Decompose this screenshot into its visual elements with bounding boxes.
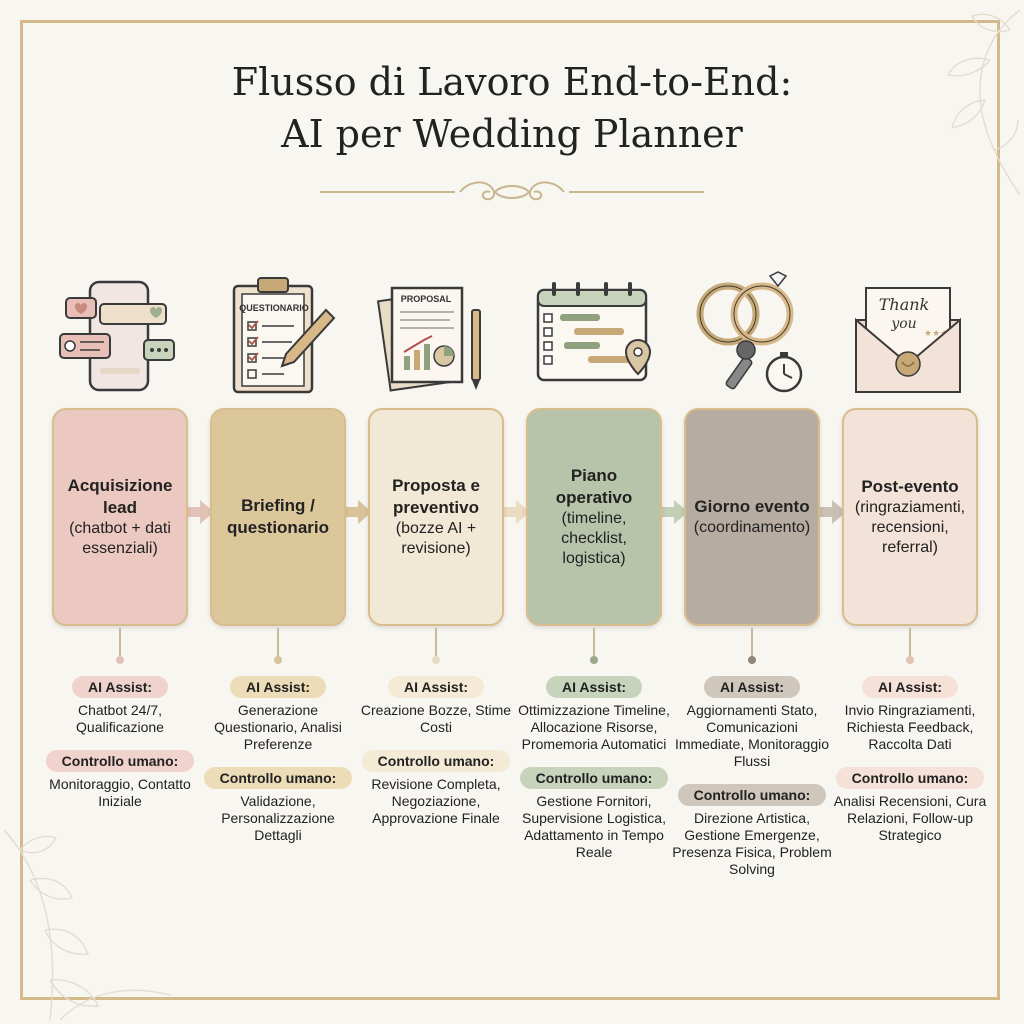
detail-column-5: AI Assist: Aggiornamenti Stato, Comunica… <box>672 676 832 878</box>
step-box-post-evento: Post-evento (ringraziamenti, recensioni,… <box>842 408 978 626</box>
step-box-acquisizione-lead: Acquisizione lead (chatbot + dati essenz… <box>52 408 188 626</box>
human-control-text: Analisi Recensioni, Cura Relazioni, Foll… <box>833 793 987 843</box>
detail-column-3: AI Assist: Creazione Bozze, Stime Costi … <box>356 676 516 827</box>
human-control-text: Revisione Completa, Negoziazione, Approv… <box>371 776 501 826</box>
connector-dot <box>274 656 282 664</box>
stars-glyph: ★★★ <box>924 329 948 339</box>
connector-dot <box>906 656 914 664</box>
step-box-giorno-evento: Giorno evento (coordinamento) <box>684 408 820 626</box>
you-word: you <box>890 316 916 332</box>
human-control-text: Direzione Artistica, Gestione Emergenze,… <box>672 810 832 877</box>
human-control-label: Controllo umano: <box>677 784 827 806</box>
ai-assist-label: AI Assist: <box>861 676 959 698</box>
step-title: Piano operativo <box>555 466 633 507</box>
flow-arrow-5 <box>820 500 846 524</box>
connector-dot <box>432 656 440 664</box>
human-control-text: Gestione Fornitori, Supervisione Logisti… <box>522 793 666 860</box>
ai-assist-label: AI Assist: <box>703 676 801 698</box>
step-title: Acquisizione lead <box>67 476 173 517</box>
step-subtitle: (coordinamento) <box>693 519 811 536</box>
calendar-gantt-icon <box>536 282 652 382</box>
connector-line <box>909 628 911 658</box>
ai-assist-text: Ottimizzazione Timeline, Allocazione Ris… <box>518 702 670 752</box>
phone-chat-icon <box>59 280 175 392</box>
connector-line <box>751 628 753 658</box>
step-subtitle: (ringraziamenti, recensioni, referral) <box>854 499 966 556</box>
flow-arrow-1 <box>188 500 214 524</box>
connector-line <box>435 628 437 658</box>
connector-line <box>593 628 595 658</box>
step-box-proposta: Proposta e preventivo (bozze AI + revisi… <box>368 408 504 626</box>
detail-column-1: AI Assist: Chatbot 24/7, Qualificazione … <box>40 676 200 810</box>
human-control-text: Validazione, Personalizzazione Dettagli <box>221 793 335 843</box>
step-subtitle: (timeline, checklist, logistica) <box>561 510 627 567</box>
detail-column-6: AI Assist: Invio Ringraziamenti, Richies… <box>830 676 990 844</box>
connector-line <box>277 628 279 658</box>
rings-icon <box>696 271 803 393</box>
step-box-piano-operativo: Piano operativo (timeline, checklist, lo… <box>526 408 662 626</box>
detail-column-4: AI Assist: Ottimizzazione Timeline, Allo… <box>514 676 674 861</box>
human-control-label: Controllo umano: <box>519 767 669 789</box>
title-line-1: Flusso di Lavoro End-to-End: <box>231 60 793 104</box>
title-divider-ornament <box>320 181 704 201</box>
thank-you-envelope-icon: Thank you ★★★ <box>855 287 961 393</box>
ai-assist-text: Aggiornamenti Stato, Comunicazioni Immed… <box>674 702 830 769</box>
step-box-briefing: Briefing / questionario <box>210 408 346 626</box>
ai-assist-text: Invio Ringraziamenti, Richiesta Feedback… <box>844 702 976 752</box>
questionnaire-label: QUESTIONARIO <box>239 303 309 313</box>
detail-column-2: AI Assist: Generazione Questionario, Ana… <box>198 676 358 844</box>
human-control-label: Controllo umano: <box>203 767 353 789</box>
title-line-2: AI per Wedding Planner <box>281 112 743 156</box>
step-title: Giorno evento <box>694 497 810 516</box>
step-subtitle: (chatbot + dati essenziali) <box>69 520 171 557</box>
flow-arrow-2 <box>346 500 372 524</box>
proposal-icon: PROPOSAL <box>376 286 481 392</box>
ai-assist-label: AI Assist: <box>71 676 169 698</box>
ai-assist-text: Creazione Bozze, Stime Costi <box>360 702 512 735</box>
ai-assist-text: Generazione Questionario, Analisi Prefer… <box>214 702 342 752</box>
floral-corner-top-right <box>946 9 1021 196</box>
page-title: Flusso di Lavoro End-to-End: AI per Wedd… <box>0 56 1024 160</box>
flow-arrow-3 <box>504 500 530 524</box>
human-control-text: Monitoraggio, Contatto Iniziale <box>49 776 191 809</box>
page-frame <box>20 20 1000 1000</box>
ai-assist-label: AI Assist: <box>387 676 485 698</box>
ai-assist-label: AI Assist: <box>229 676 327 698</box>
human-control-label: Controllo umano: <box>835 767 985 789</box>
ai-assist-label: AI Assist: <box>545 676 643 698</box>
connector-dot <box>748 656 756 664</box>
step-title: Briefing / questionario <box>226 496 329 537</box>
connector-dot <box>590 656 598 664</box>
connector-dot <box>116 656 124 664</box>
floral-corner-bottom-left <box>3 829 171 1021</box>
human-control-label: Controllo umano: <box>45 750 195 772</box>
connector-line <box>119 628 121 658</box>
proposal-label: PROPOSAL <box>401 294 452 304</box>
step-title: Proposta e preventivo <box>392 476 480 517</box>
thank-word: Thank <box>879 295 930 314</box>
step-subtitle: (bozze AI + revisione) <box>395 520 477 557</box>
ai-assist-text: Chatbot 24/7, Qualificazione <box>76 702 164 735</box>
flow-arrow-4 <box>662 500 688 524</box>
human-control-label: Controllo umano: <box>361 750 511 772</box>
step-title: Post-evento <box>861 477 959 496</box>
clipboard-icon: QUESTIONARIO <box>232 277 336 394</box>
